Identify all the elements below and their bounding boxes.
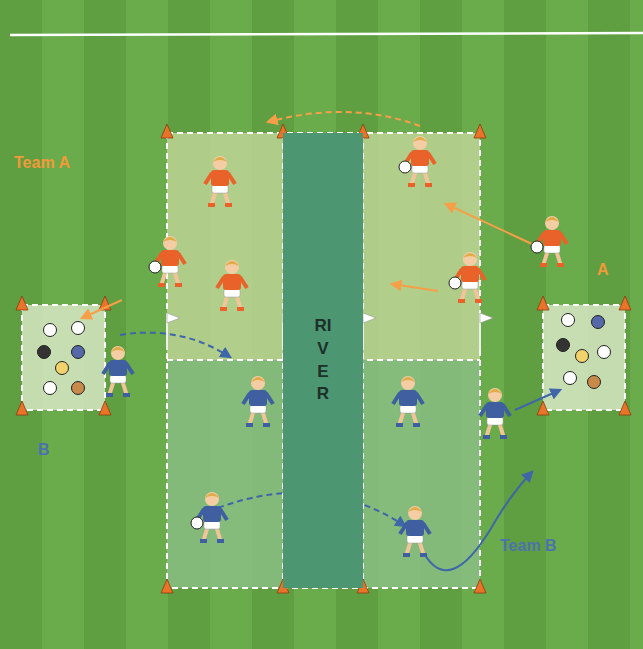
ball [564,372,577,385]
cone [16,296,28,310]
zone-a-left [167,133,283,360]
cone [619,296,631,310]
cone [16,401,28,415]
ball [44,382,57,395]
team-label: Team B [500,537,557,555]
pitch-line [10,33,643,35]
cone [161,124,173,138]
player [243,376,273,427]
river-label: RIVER [315,315,332,407]
ball [72,382,85,395]
movement-arrow [425,472,532,570]
ball-box-right [543,305,625,410]
movement-arrow [120,333,230,357]
player [480,388,510,439]
player [217,260,247,311]
zone-b-left [167,360,283,588]
cone [537,296,549,310]
player [191,492,227,543]
ball [44,324,57,337]
team-letter: B [38,441,50,459]
cone [161,579,173,593]
cone [474,579,486,593]
zone-outlines [22,133,625,588]
flag [363,313,376,350]
cone [537,401,549,415]
ball [72,346,85,359]
ball [562,314,575,327]
ball-box-left [22,305,105,410]
ball [588,376,601,389]
ball [56,362,69,375]
flag [167,313,180,350]
cone [619,401,631,415]
movement-arrow [392,284,438,291]
player [149,236,185,287]
cone [474,124,486,138]
ball [576,350,589,363]
movement-arrow [446,204,532,244]
zone-a-right [363,133,480,360]
team-label: Team A [14,154,70,172]
ball [592,316,605,329]
ball [72,322,85,335]
movement-arrow [82,300,122,318]
ball [557,339,570,352]
player [393,376,423,427]
zone-b-right [363,360,480,588]
cone [99,401,111,415]
player [103,346,133,397]
movement-arrow [268,112,420,126]
player [399,136,435,187]
flag [480,313,493,350]
river-band: RIVER [283,133,363,588]
ball [598,346,611,359]
player [449,252,485,303]
movement-arrow [515,390,560,410]
ball [38,346,51,359]
player [400,506,430,557]
player [205,156,235,207]
team-letter: A [597,261,609,279]
player [531,216,567,267]
